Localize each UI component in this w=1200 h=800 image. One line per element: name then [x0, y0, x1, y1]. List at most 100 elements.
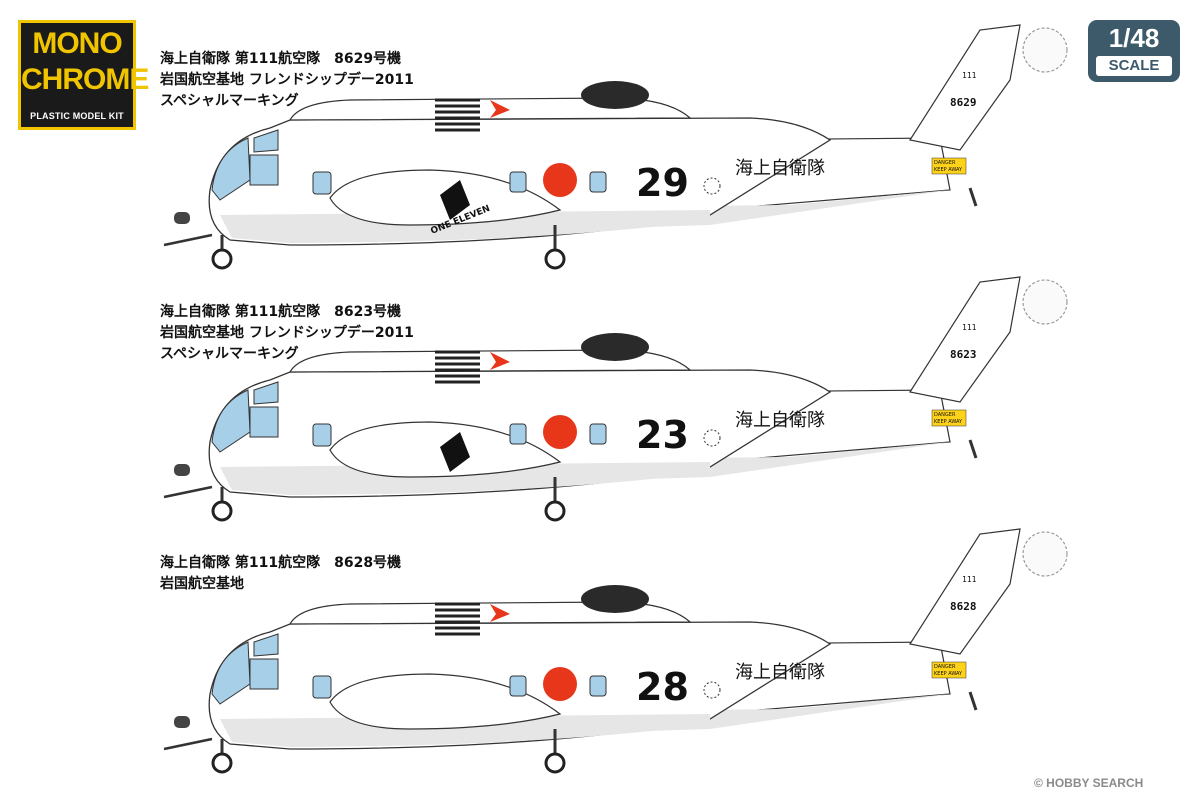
cockpit-upper-window [253, 633, 279, 657]
keep-away-text: KEEP AWAY [934, 419, 963, 425]
unit-emblem [440, 432, 470, 472]
cabin-window [509, 675, 527, 697]
mono-chrome-logo: MONO CHROME PLASTIC MODEL KIT [18, 20, 149, 130]
cabin-window [312, 675, 332, 699]
cockpit-window [249, 658, 279, 690]
nose-sensor [174, 212, 190, 224]
keep-away-text: KEEP AWAY [934, 167, 963, 173]
sponson [329, 673, 562, 730]
refuel-probe [163, 737, 213, 751]
tail-serial: 8629 [950, 96, 977, 109]
engine-exhaust [581, 585, 649, 613]
scale-word: SCALE [1096, 56, 1172, 76]
cabin-window [312, 423, 332, 447]
danger-text: DANGER [934, 160, 956, 166]
danger-text: DANGER [934, 412, 956, 418]
hinomaru-roundel [543, 667, 577, 701]
logo-line1: MONO [32, 27, 122, 60]
lower-fuselage [220, 462, 710, 495]
nose-glazing [211, 389, 251, 453]
cabin-window [312, 171, 332, 195]
logo-line2: CHROME [21, 63, 149, 96]
danger-placard [931, 409, 967, 427]
caption-line: 海上自衛隊 第111航空隊 8623号機 [160, 304, 402, 320]
caption-line: 岩国航空基地 フレンドシップデー2011 [160, 325, 414, 341]
scale-ratio: 1/48 [1108, 23, 1160, 53]
tail-rotor [1022, 27, 1068, 73]
logo-subtitle: PLASTIC MODEL KIT [30, 111, 124, 121]
unit-emblem [440, 180, 470, 220]
tail-fin [909, 24, 1021, 151]
cockpit-window [249, 154, 279, 186]
cabin-window [589, 171, 607, 193]
caption-line: 岩国航空基地 [160, 576, 244, 592]
service-name: 海上自衛隊 [735, 158, 825, 179]
access-port [703, 177, 721, 195]
tail-strut [968, 187, 978, 207]
tail-strut [968, 691, 978, 711]
access-port [703, 681, 721, 699]
serial-top: 111 [962, 71, 977, 80]
nose-wheel [211, 248, 233, 270]
cabin-window [509, 423, 527, 445]
modex-number: 23 [636, 413, 689, 457]
lower-fuselage [220, 714, 710, 747]
nose-wheel [211, 500, 233, 522]
cockpit-upper-window [253, 129, 279, 153]
service-name: 海上自衛隊 [735, 662, 825, 683]
caption-8628: 海上自衛隊 第111航空隊 8628号機 岩国航空基地 [160, 553, 401, 595]
main-wheel [544, 752, 566, 774]
tail-serial: 8628 [950, 600, 977, 613]
caption-line: スペシャルマーキング [160, 346, 299, 362]
chevron-marking [490, 352, 510, 370]
caption-line: 岩国航空基地 フレンドシップデー2011 [160, 72, 414, 88]
main-wheel [544, 248, 566, 270]
hinomaru-roundel [543, 163, 577, 197]
serial-top: 111 [962, 575, 977, 584]
cabin-window [589, 423, 607, 445]
caption-line: 海上自衛隊 第111航空隊 8628号機 [160, 555, 402, 571]
engine-exhaust [581, 81, 649, 109]
lower-fuselage [220, 210, 710, 243]
nose-wheel [211, 752, 233, 774]
cockpit-upper-window [253, 381, 279, 405]
main-wheel [544, 500, 566, 522]
service-name: 海上自衛隊 [735, 410, 825, 431]
tail-rotor [1022, 279, 1068, 325]
danger-placard [931, 157, 967, 175]
refuel-probe [163, 485, 213, 499]
cockpit-window [249, 406, 279, 438]
tail-serial: 8623 [950, 348, 977, 361]
hinomaru-roundel [543, 415, 577, 449]
modex-number: 28 [636, 665, 689, 709]
caption-8623: 海上自衛隊 第111航空隊 8623号機 岩国航空基地 フレンドシップデー201… [160, 302, 414, 365]
danger-placard [931, 661, 967, 679]
engine-exhaust [581, 333, 649, 361]
modex-number: 29 [636, 161, 689, 205]
caption-line: 海上自衛隊 第111航空隊 8629号機 [160, 51, 402, 67]
tail-rotor [1022, 531, 1068, 577]
access-port [703, 429, 721, 447]
nose-glazing [211, 641, 251, 705]
cabin-window [509, 171, 527, 193]
keep-away-text: KEEP AWAY [934, 671, 963, 677]
caption-line: スペシャルマーキング [160, 93, 299, 109]
nose-glazing [211, 137, 251, 201]
nose-sensor [174, 716, 190, 728]
hobby-search-watermark: © HOBBY SEARCH [1034, 776, 1144, 790]
nose-sensor [174, 464, 190, 476]
tail-fin [909, 528, 1021, 655]
chevron-marking [490, 604, 510, 622]
cabin-window [589, 675, 607, 697]
tail-strut [968, 439, 978, 459]
refuel-probe [163, 233, 213, 247]
danger-text: DANGER [934, 664, 956, 670]
caption-8629: 海上自衛隊 第111航空隊 8629号機 岩国航空基地 フレンドシップデー201… [160, 49, 414, 112]
serial-top: 111 [962, 323, 977, 332]
chevron-marking [490, 100, 510, 118]
scale-badge: 1/48 SCALE [1088, 20, 1180, 82]
tail-fin [909, 276, 1021, 403]
